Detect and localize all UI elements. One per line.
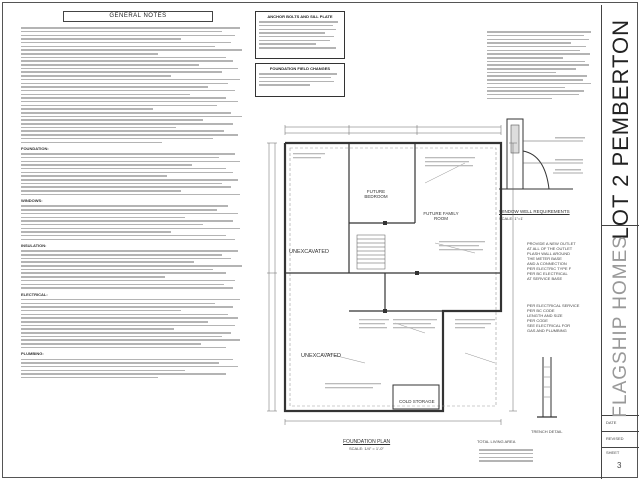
notes-section-heading: PLUMBING: [21,351,44,357]
notes-section-heading: ELECTRICAL: [21,291,48,297]
project-name-cell: LOT 2 PEMBERTON [602,5,639,239]
right-notes [487,29,595,101]
sheet-number: 3 [617,461,622,470]
room-future-family-room: FUTURE FAMILY ROOM [423,211,459,221]
notes-section-heading: FOUNDATION: [21,146,49,151]
install-note: PROVIDE A NEW OUTLET AT ALL OF THE OUTLE… [527,241,576,281]
plan-scale: SCALE: 1/4" = 1'-0" [349,446,384,451]
trench-detail [537,357,557,418]
title-block: LOT 2 PEMBERTON FLAGSHIP HOMES DATE REVI… [601,5,640,479]
plan-title: FOUNDATION PLAN [343,439,391,445]
company-name: FLAGSHIP HOMES [610,235,631,418]
trench-label: TRENCH DETAIL [531,429,563,434]
total-area-label: TOTAL LIVING AREA [477,439,516,444]
foundation-plan [267,125,517,425]
anchor-bolts-title: ANCHOR BOLTS AND SILL PLATE [267,14,333,19]
room-future-bedroom: FUTURE BEDROOM [364,189,388,199]
company-cell: FLAGSHIP HOMES [602,225,639,418]
field-changes-title: FOUNDATION FIELD CHANGES [269,66,331,71]
window-well-scale: SCALE: 1"=1' [499,216,524,221]
notes-section-heading: WINDOWS: [21,198,43,204]
date-cell: DATE [602,415,639,432]
general-notes: GENERAL NOTES FOUNDATION: WINDOWS: [21,11,249,473]
window-well-detail [499,118,585,190]
notes-text-block [21,27,249,143]
notes-section-heading: INSULATION: [21,243,47,249]
install-note-2: PER ELECTRICAL SERVICE PER BC CODE LENGT… [527,303,580,333]
area-table [479,447,539,464]
general-notes-title: GENERAL NOTES [63,11,213,22]
revised-cell: REVISED [602,431,639,448]
project-name: LOT 2 PEMBERTON [608,19,633,240]
field-changes-box: FOUNDATION FIELD CHANGES [255,63,345,97]
sheet-cell: SHEET 3 [606,450,622,470]
room-unexcavated-bottom: UNEXCAVATED [301,353,342,359]
window-well-title: WINDOW WELL REQUIREMENTS [499,209,570,214]
room-cold-storage: COLD STORAGE [399,399,435,404]
room-unexcavated-left: UNEXCAVATED [289,249,330,255]
anchor-bolts-box: ANCHOR BOLTS AND SILL PLATE [255,11,345,59]
